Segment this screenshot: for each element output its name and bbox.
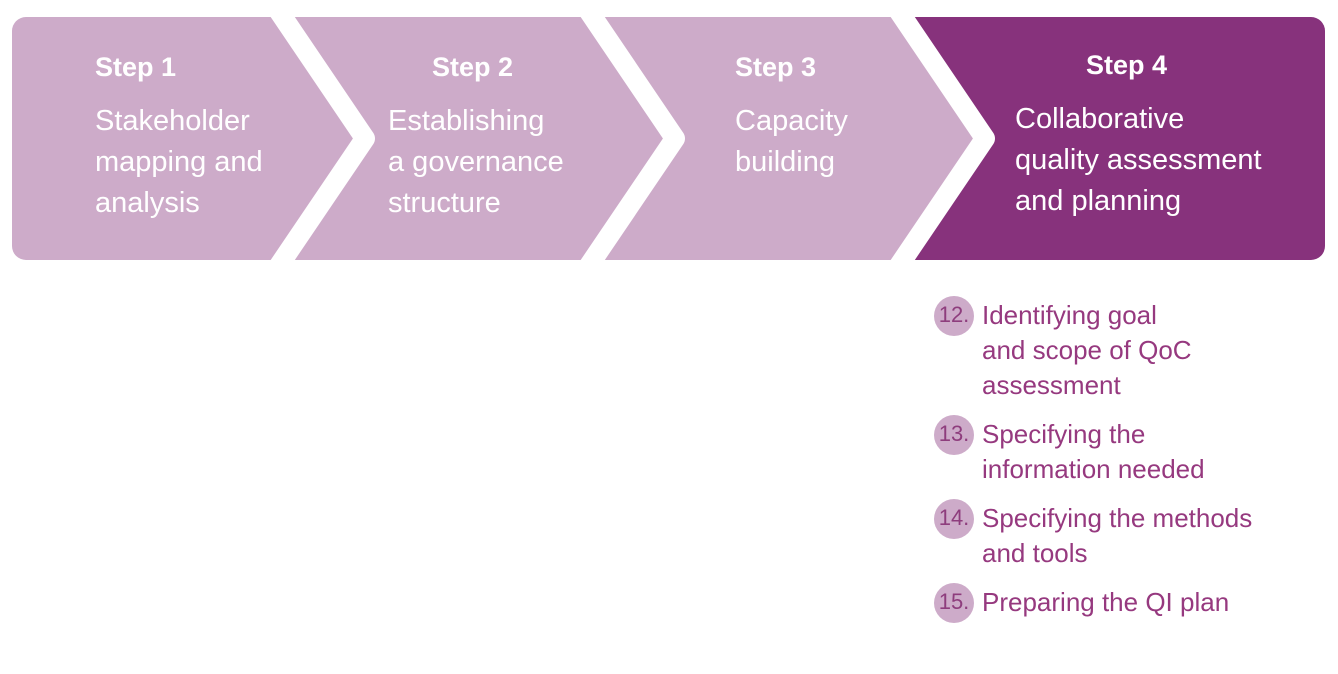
- step-1-body-line-2: mapping and: [95, 146, 263, 178]
- list-item-line: and tools: [982, 538, 1088, 568]
- step-3-title: Step 3: [735, 52, 816, 82]
- list-item-label: Identifying goal and scope of QoC assess…: [982, 296, 1192, 403]
- step-2-body-line-3: structure: [388, 187, 501, 219]
- step-3-body-line-2: building: [735, 146, 835, 178]
- step-2-title: Step 2: [432, 52, 513, 82]
- step-4-body-line-3: and planning: [1015, 185, 1181, 217]
- process-step-bar: Step 1 Stakeholder mapping and analysis …: [0, 0, 1338, 280]
- step-4-shape[interactable]: [912, 17, 1338, 260]
- list-item[interactable]: 15. Preparing the QI plan: [934, 583, 1334, 623]
- list-item-line: Specifying the: [982, 419, 1146, 449]
- list-item-label: Specifying the methods and tools: [982, 499, 1252, 571]
- step-4-substeps-list: 12. Identifying goal and scope of QoC as…: [934, 296, 1334, 635]
- list-item-label: Preparing the QI plan: [982, 583, 1229, 620]
- list-item-line: Identifying goal: [982, 300, 1157, 330]
- step-3-body-line-1: Capacity: [735, 105, 848, 137]
- list-item-line: Specifying the methods: [982, 503, 1253, 533]
- step-1-body-line-3: analysis: [95, 187, 200, 219]
- step-1-title: Step 1: [95, 52, 176, 82]
- list-item-line: and scope of QoC: [982, 335, 1192, 365]
- separator-2-3-icon: [579, 17, 685, 260]
- step-1-body-line-1: Stakeholder: [95, 105, 250, 137]
- step-2-body-line-1: Establishing: [388, 105, 544, 137]
- separator-1-2-icon: [269, 17, 375, 260]
- list-item-number-badge: 13.: [934, 415, 974, 455]
- list-item-line: Preparing the QI plan: [982, 587, 1230, 617]
- list-item[interactable]: 13. Specifying the information needed: [934, 415, 1334, 487]
- step-4-title: Step 4: [1086, 50, 1167, 80]
- separator-3-4-icon: [889, 17, 995, 260]
- list-item-line: information needed: [982, 454, 1205, 484]
- list-item[interactable]: 14. Specifying the methods and tools: [934, 499, 1334, 571]
- list-item-number-badge: 15.: [934, 583, 974, 623]
- step-2-body-line-2: a governance: [388, 146, 564, 178]
- list-item-label: Specifying the information needed: [982, 415, 1205, 487]
- step-4-body-line-2: quality assessment: [1015, 144, 1262, 176]
- list-item-line: assessment: [982, 370, 1121, 400]
- list-item-number-badge: 12.: [934, 296, 974, 336]
- step-4-body-line-1: Collaborative: [1015, 103, 1184, 135]
- list-item[interactable]: 12. Identifying goal and scope of QoC as…: [934, 296, 1334, 403]
- list-item-number-badge: 14.: [934, 499, 974, 539]
